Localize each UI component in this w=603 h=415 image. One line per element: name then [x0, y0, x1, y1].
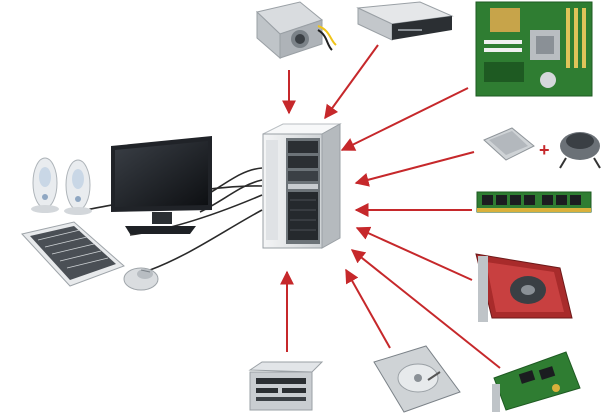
card-reader: [248, 361, 324, 411]
plus-sign: +: [539, 140, 550, 160]
graphics-card: [475, 253, 573, 322]
hard-disk-drive: [373, 345, 461, 413]
arrow-graphics-card: [355, 226, 473, 281]
ram-module: [476, 191, 592, 213]
arrow-motherboard: [340, 87, 469, 151]
arrow-sound-card: [350, 249, 501, 369]
arrow-optical-drive: [324, 44, 379, 120]
keyboard: [21, 221, 125, 287]
arrow-hdd: [345, 268, 391, 349]
arrow-cpu: [354, 151, 475, 187]
sound-card: [492, 351, 581, 412]
computer-tower: [262, 123, 342, 249]
monitor: [111, 136, 212, 234]
arrows: [280, 44, 501, 369]
optical-drive: [356, 1, 454, 41]
mouse: [123, 267, 159, 291]
cpu-and-cooler: +: [483, 127, 601, 169]
power-supply: [255, 1, 337, 60]
motherboard: [475, 1, 593, 97]
speaker-left: [31, 157, 59, 213]
speaker-right: [64, 159, 92, 215]
